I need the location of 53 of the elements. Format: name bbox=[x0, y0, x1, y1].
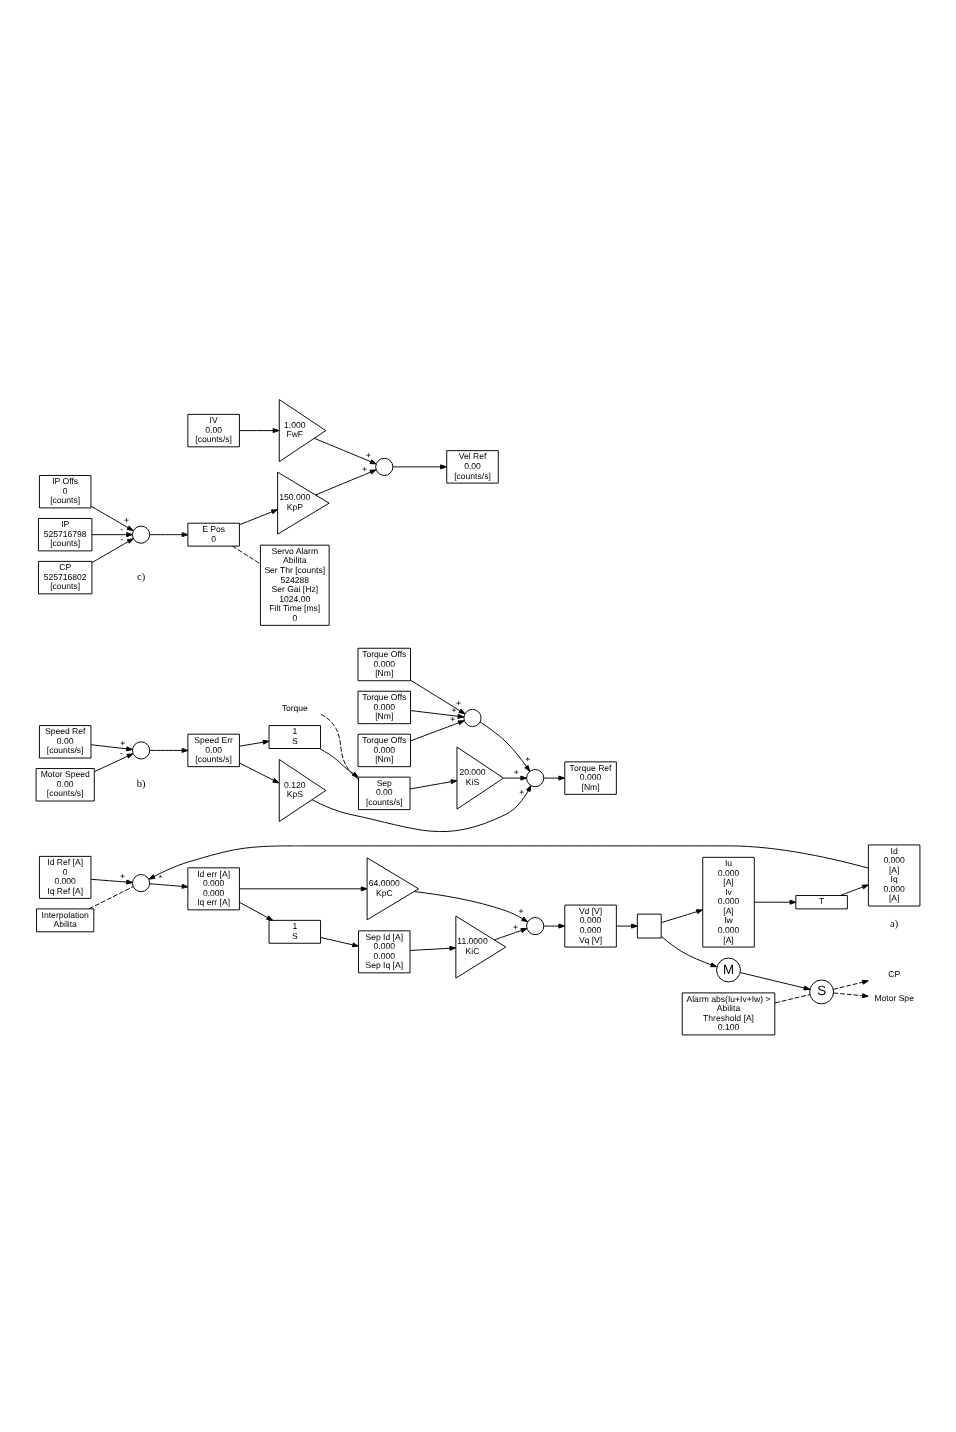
arrow bbox=[616, 922, 638, 928]
arrow bbox=[239, 738, 270, 746]
arrow bbox=[239, 761, 280, 783]
connector bbox=[232, 544, 261, 564]
node-circle bbox=[375, 456, 394, 475]
node-circle bbox=[526, 916, 545, 935]
arrow bbox=[239, 885, 368, 891]
arrow bbox=[543, 922, 565, 928]
arrow bbox=[739, 971, 811, 990]
arrow bbox=[833, 991, 869, 998]
arrow bbox=[392, 463, 447, 469]
connector bbox=[88, 885, 134, 909]
arrow bbox=[320, 936, 359, 947]
arrow bbox=[409, 778, 458, 789]
arrow bbox=[543, 774, 565, 780]
arrow bbox=[410, 678, 466, 714]
arrow bbox=[315, 468, 377, 495]
node-circle bbox=[132, 524, 151, 543]
arrow bbox=[239, 900, 274, 920]
arrow bbox=[409, 944, 457, 950]
arrow bbox=[313, 436, 377, 464]
arrow bbox=[149, 882, 189, 888]
node-circle bbox=[132, 873, 151, 892]
connector bbox=[774, 993, 811, 1003]
arrow bbox=[660, 908, 703, 923]
arrow bbox=[311, 784, 532, 832]
node-circle bbox=[526, 768, 545, 787]
node-circle bbox=[132, 740, 151, 759]
arrow bbox=[239, 427, 280, 433]
arrow bbox=[839, 883, 869, 895]
arrow bbox=[91, 531, 133, 537]
arrow bbox=[832, 978, 869, 989]
arrow bbox=[91, 537, 134, 563]
arrow bbox=[90, 743, 133, 751]
arrow bbox=[503, 774, 528, 780]
arrow bbox=[410, 709, 465, 718]
arrow bbox=[149, 531, 189, 537]
node-circle bbox=[463, 707, 482, 727]
arrow bbox=[410, 719, 465, 741]
connector bbox=[320, 712, 359, 779]
arrow bbox=[149, 746, 189, 752]
arrow bbox=[479, 720, 531, 771]
arrow bbox=[90, 504, 134, 531]
arrow bbox=[413, 890, 528, 922]
arrow bbox=[493, 927, 528, 940]
arrow bbox=[319, 747, 359, 777]
node-box bbox=[636, 912, 662, 938]
arrow bbox=[661, 935, 718, 967]
arrow bbox=[94, 752, 134, 772]
arrow bbox=[239, 508, 278, 525]
arrow bbox=[753, 898, 797, 904]
arrow bbox=[90, 877, 133, 884]
arrow bbox=[148, 844, 869, 879]
